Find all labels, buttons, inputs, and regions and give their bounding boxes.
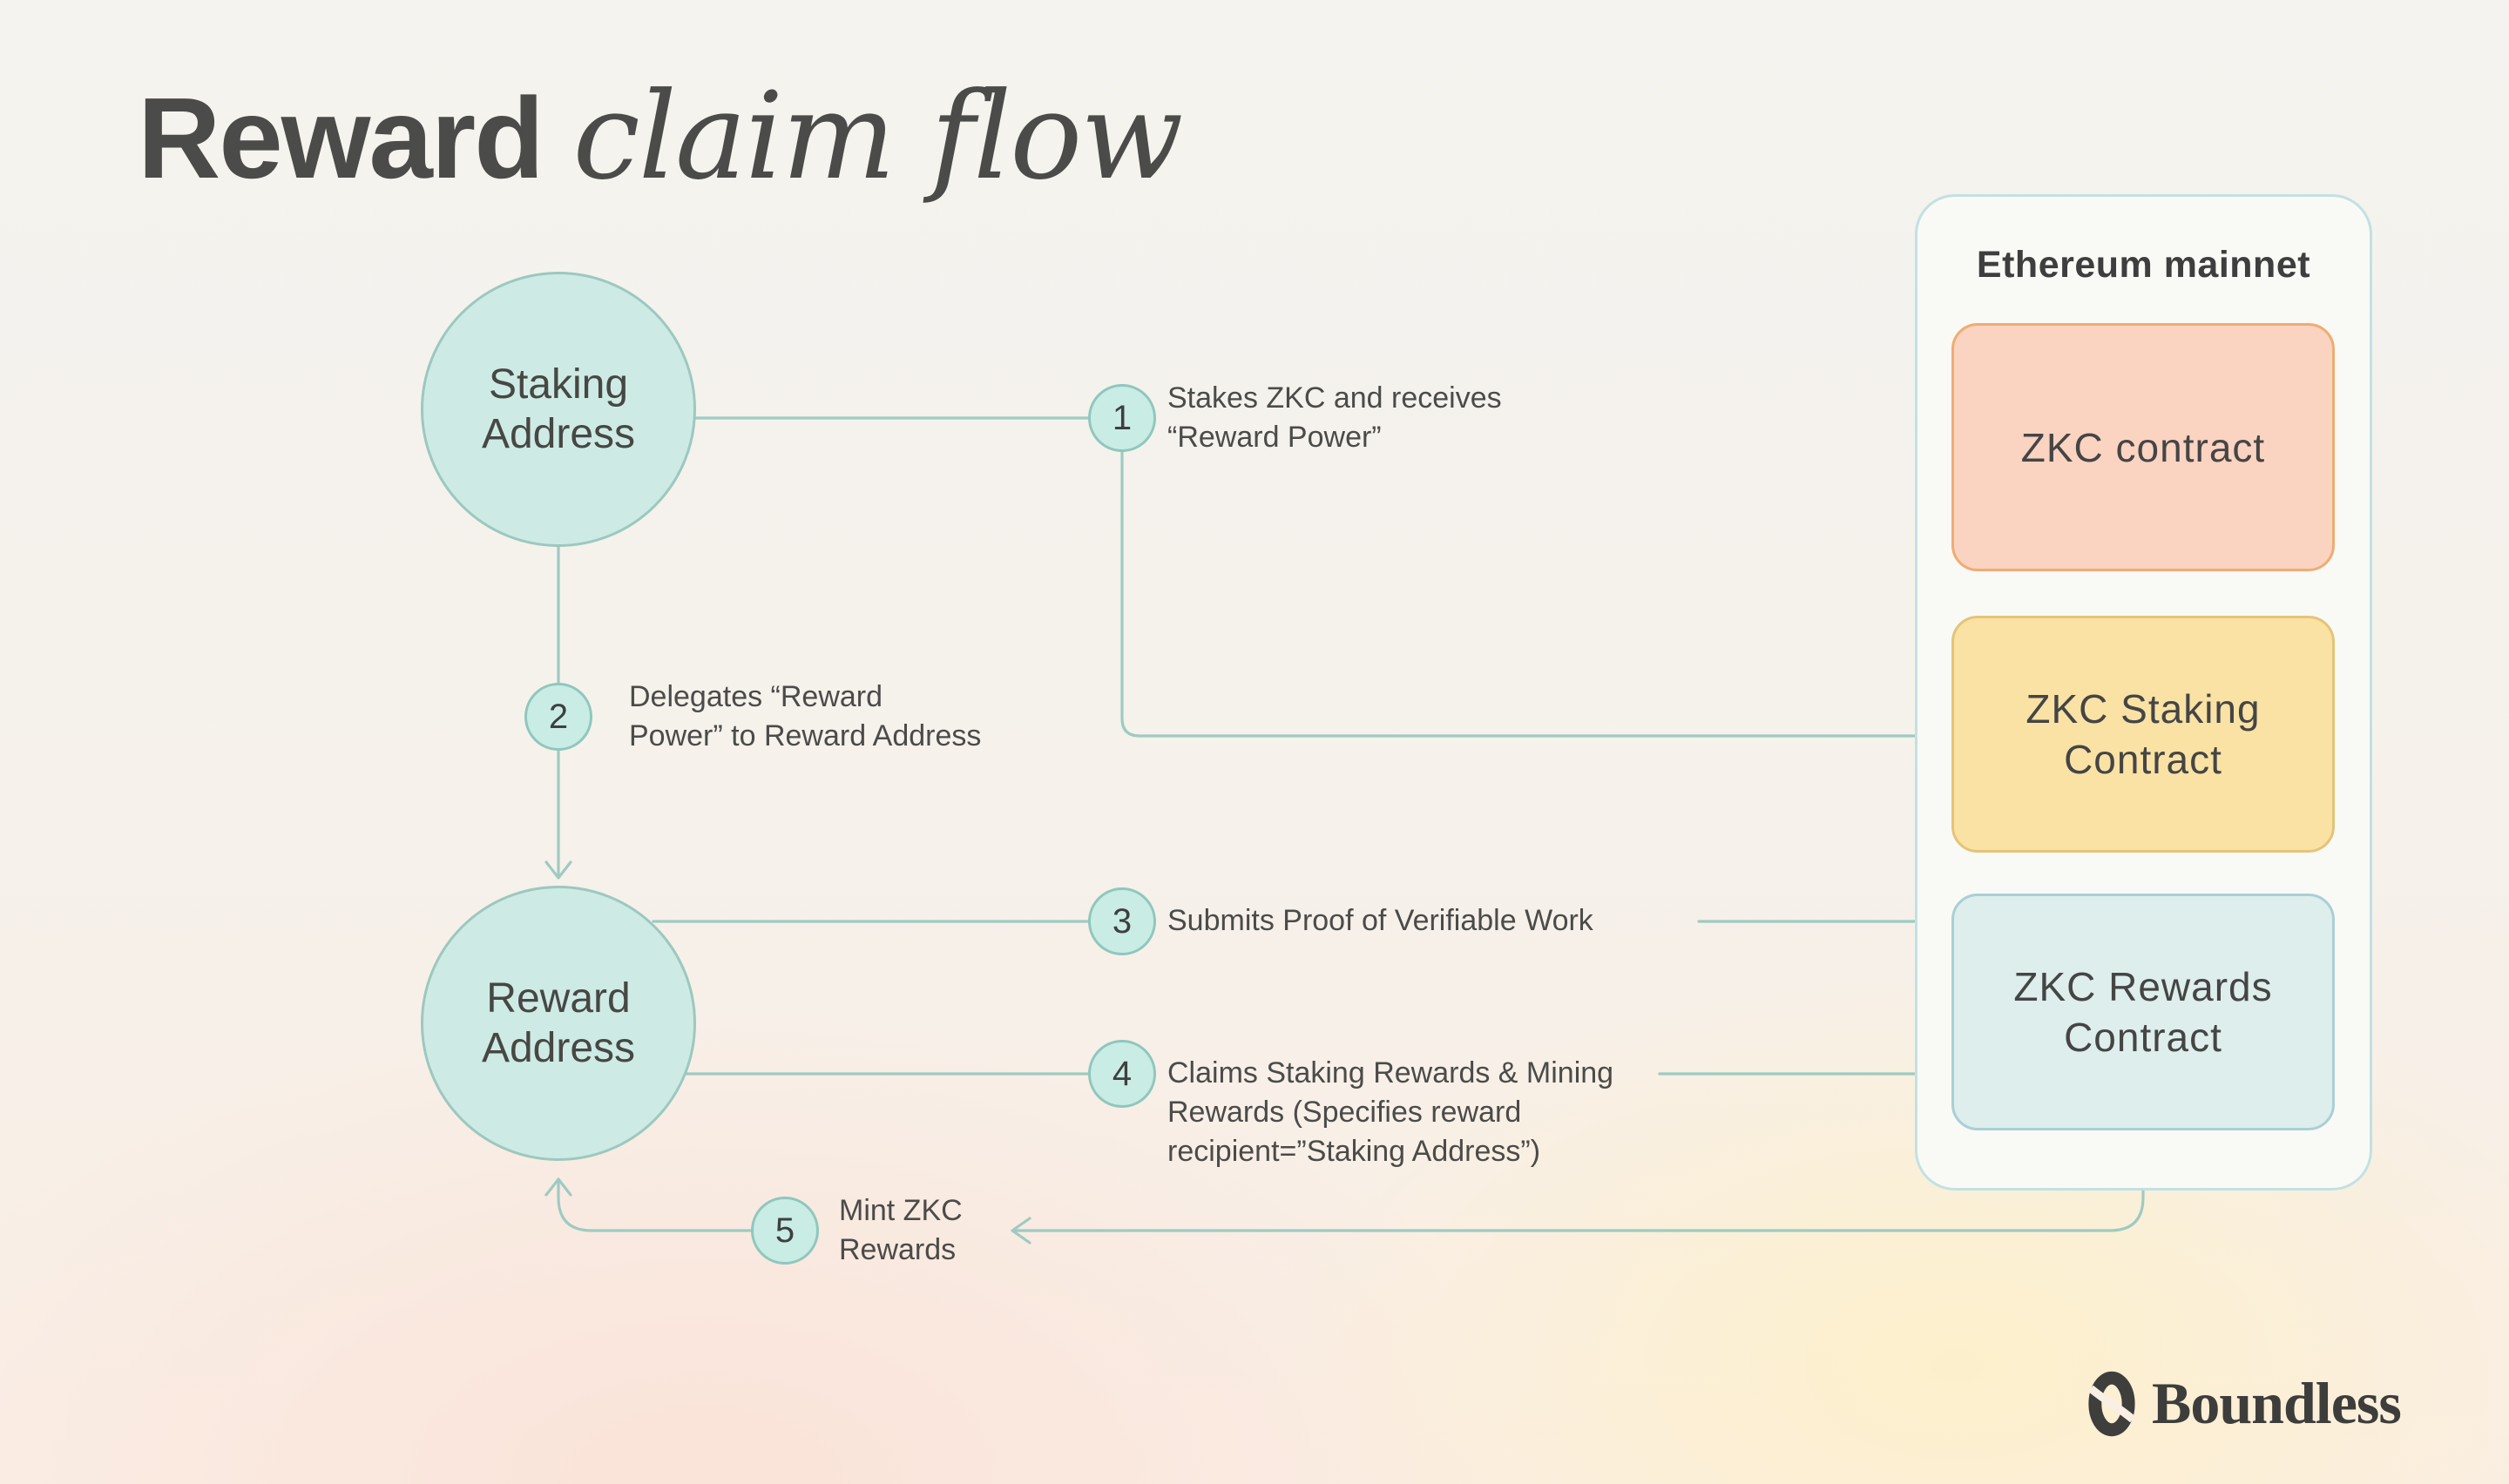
arrowhead-up-icon xyxy=(544,1177,572,1197)
step-2-label: Delegates “Reward Power” to Reward Addre… xyxy=(629,680,982,752)
ethereum-mainnet-title: Ethereum mainnet xyxy=(1976,244,2311,286)
reward-address-node: Reward Address xyxy=(421,886,696,1161)
title-italic: claim flow xyxy=(572,66,1184,206)
boundless-logo-text: Boundless xyxy=(2152,1370,2402,1436)
zkc-contract-box: ZKC contract xyxy=(1951,323,2335,571)
staking-address-node: Staking Address xyxy=(421,272,696,547)
step-1-label: Stakes ZKC and receives “Reward Power” xyxy=(1167,381,1502,454)
step-1-badge: 1 xyxy=(1088,384,1156,452)
arrowhead-down-icon xyxy=(544,860,572,880)
arrowhead-left-icon xyxy=(1011,1217,1031,1245)
connector-step5 xyxy=(544,1129,2145,1245)
title-regular: Reward xyxy=(138,74,573,202)
step-5-label: Mint ZKC Rewards xyxy=(839,1194,963,1266)
zkc-rewards-contract-box: ZKC Rewards Contract xyxy=(1951,894,2335,1130)
boundless-logo-icon xyxy=(2087,1371,2136,1436)
step-4-badge: 4 xyxy=(1088,1040,1156,1108)
step-3-label: Submits Proof of Verifiable Work xyxy=(1167,904,1593,937)
boundless-logo: Boundless xyxy=(2084,1369,2402,1438)
step-3-badge: 3 xyxy=(1088,887,1156,955)
step-4-label: Claims Staking Rewards & Mining Rewards … xyxy=(1167,1056,1614,1168)
zkc-staking-contract-box: ZKC Staking Contract xyxy=(1951,616,2335,853)
step-5-badge: 5 xyxy=(751,1197,819,1265)
page-title: Reward claim flow xyxy=(138,66,1184,206)
step-2-badge: 2 xyxy=(524,683,592,751)
